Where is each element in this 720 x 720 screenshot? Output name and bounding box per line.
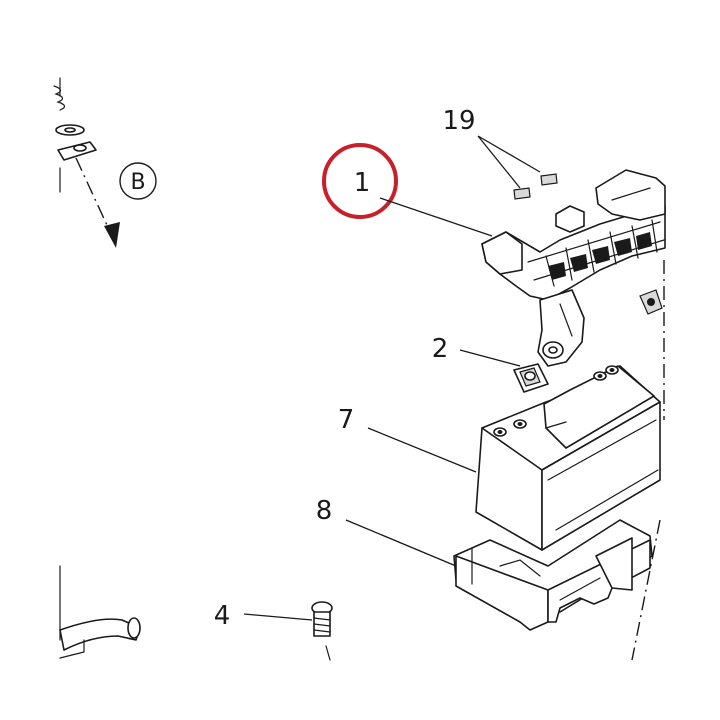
highlight-ring — [322, 143, 398, 219]
callout-2: 2 — [432, 334, 521, 367]
view-b-marker: B — [119, 162, 157, 200]
part-1-bracket — [481, 169, 666, 367]
part-2-nut — [513, 363, 549, 393]
part-7-battery — [475, 365, 661, 551]
callout-4-label: 4 — [214, 601, 231, 631]
part-19-clips — [513, 173, 558, 200]
callout-1-label: 1 — [354, 168, 371, 198]
left-fastener-stack — [53, 77, 97, 193]
part-8-tray — [453, 519, 653, 631]
right-centerlines — [631, 260, 665, 661]
left-hose-fragment — [59, 565, 141, 659]
callout-19-label: 19 — [442, 106, 475, 136]
callout-4: 4 — [214, 601, 313, 631]
view-b-arrow — [75, 157, 120, 248]
part-4-bolt — [311, 601, 333, 661]
callout-7-label: 7 — [338, 405, 355, 435]
callout-19: 19 — [442, 106, 541, 189]
callout-1: 1 — [322, 143, 493, 237]
view-b-label: B — [130, 170, 145, 195]
callout-2-label: 2 — [432, 334, 449, 364]
callout-7: 7 — [338, 405, 477, 473]
callout-8-label: 8 — [316, 496, 333, 526]
callout-8: 8 — [316, 496, 457, 567]
